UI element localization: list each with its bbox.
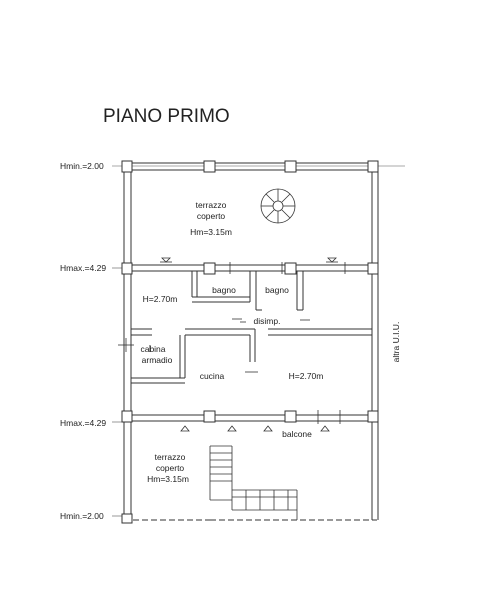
- label-terrazzo-top-2: coperto: [197, 211, 226, 221]
- level-hmax-lower: Hmax.=4.29: [60, 418, 106, 428]
- interior-walls: [131, 271, 372, 384]
- room-labels: terrazzo coperto Hm=3.15m bagno bagno H=…: [140, 200, 323, 484]
- level-labels: Hmin.=2.00 Hmax.=4.29 Hmax.=4.29 Hmin.=2…: [60, 161, 106, 521]
- label-cabina-2: armadio: [142, 355, 173, 365]
- label-terrazzo-top-1: terrazzo: [196, 200, 227, 210]
- label-terrazzo-bottom-1: terrazzo: [155, 452, 186, 462]
- label-cucina: cucina: [200, 371, 225, 381]
- label-terrazzo-bottom-2: coperto: [156, 463, 185, 473]
- spiral-staircase: [260, 188, 296, 224]
- label-bagno-left: bagno: [212, 285, 236, 295]
- plan-title: PIANO PRIMO: [103, 106, 230, 127]
- label-bagno-right: bagno: [265, 285, 289, 295]
- label-cabina-1: cabina: [140, 344, 165, 354]
- label-bedroom-height: H=2.70m: [143, 294, 178, 304]
- walls: [123, 162, 379, 521]
- level-hmin-bottom: Hmin.=2.00: [60, 511, 104, 521]
- label-cucina-height: H=2.70m: [289, 371, 324, 381]
- label-disimpegno: disimp.: [254, 316, 281, 326]
- label-altra-uiu: altra U.I.U.: [391, 322, 401, 363]
- openings: [118, 257, 346, 432]
- label-terrazzo-bottom-height: Hm=3.15m: [147, 474, 189, 484]
- level-hmin-top: Hmin.=2.00: [60, 161, 104, 171]
- level-hmax-upper: Hmax.=4.29: [60, 263, 106, 273]
- label-terrazzo-top-height: Hm=3.15m: [190, 227, 232, 237]
- pillars: [121, 160, 379, 524]
- straight-staircase: [209, 445, 298, 520]
- label-balcone: balcone: [282, 429, 312, 439]
